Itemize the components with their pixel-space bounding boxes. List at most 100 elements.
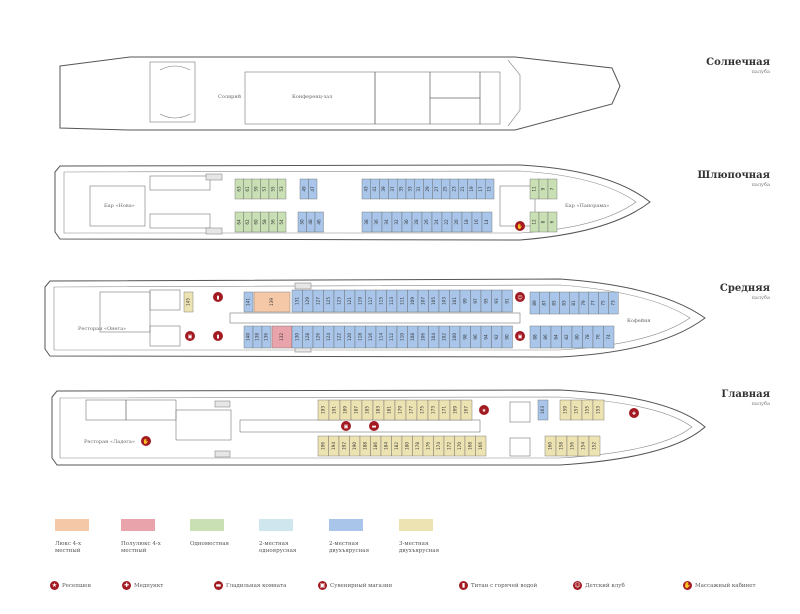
cabin-55[interactable]: 55 <box>268 178 278 200</box>
cabin-60[interactable]: 60 <box>251 211 261 233</box>
cabin-126[interactable]: 126 <box>312 325 324 349</box>
cabin-170[interactable]: 170 <box>454 435 466 457</box>
cabin-30[interactable]: 30 <box>401 211 413 233</box>
cabin-121[interactable]: 121 <box>344 289 356 313</box>
cabin-12[interactable]: 12 <box>529 211 540 233</box>
cabin-36[interactable]: 36 <box>371 211 383 233</box>
cabin-54[interactable]: 54 <box>277 211 287 233</box>
cabin-190[interactable]: 190 <box>349 435 361 457</box>
cabin-14[interactable]: 14 <box>481 211 493 233</box>
cabin-115[interactable]: 115 <box>375 289 387 313</box>
cabin-172[interactable]: 172 <box>443 435 455 457</box>
cabin-91[interactable]: 91 <box>501 289 513 313</box>
cabin-167[interactable]: 167 <box>460 399 473 421</box>
cabin-159[interactable]: 159 <box>559 399 572 421</box>
cabin-35[interactable]: 35 <box>397 178 407 200</box>
cabin-28[interactable]: 28 <box>411 211 423 233</box>
cabin-23[interactable]: 23 <box>449 178 460 200</box>
cabin-140[interactable]: 140 <box>243 325 254 349</box>
cabin-29[interactable]: 29 <box>423 178 433 200</box>
cabin-173[interactable]: 173 <box>427 399 440 421</box>
cabin-95[interactable]: 95 <box>480 289 492 313</box>
cabin-81[interactable]: 81 <box>569 291 580 315</box>
cabin-80[interactable]: 80 <box>571 325 583 349</box>
cabin-141[interactable]: 141 <box>243 291 254 313</box>
cabin-62[interactable]: 62 <box>243 211 253 233</box>
cabin-108[interactable]: 108 <box>407 325 419 349</box>
cabin-160[interactable]: 160 <box>544 435 557 457</box>
cabin-181[interactable]: 181 <box>383 399 396 421</box>
cabin-138[interactable]: 138 <box>252 325 263 349</box>
cabin-114[interactable]: 114 <box>375 325 387 349</box>
cabin-178[interactable]: 178 <box>412 435 424 457</box>
cabin-157[interactable]: 157 <box>570 399 583 421</box>
cabin-179[interactable]: 179 <box>394 399 407 421</box>
cabin-47[interactable]: 47 <box>308 178 318 200</box>
cabin-193[interactable]: 193 <box>317 399 330 421</box>
cabin-93[interactable]: 93 <box>491 289 503 313</box>
cabin-82[interactable]: 82 <box>561 325 573 349</box>
cabin-99[interactable]: 99 <box>459 289 471 313</box>
cabin-11[interactable]: 11 <box>529 178 540 200</box>
cabin-88[interactable]: 88 <box>529 325 541 349</box>
cabin-169[interactable]: 169 <box>449 399 462 421</box>
cabin-78[interactable]: 78 <box>582 325 594 349</box>
cabin-98[interactable]: 98 <box>459 325 471 349</box>
cabin-43[interactable]: 43 <box>361 178 372 200</box>
cabin-22[interactable]: 22 <box>441 211 453 233</box>
cabin-100[interactable]: 100 <box>449 325 461 349</box>
cabin-25[interactable]: 25 <box>441 178 451 200</box>
cabin-94[interactable]: 94 <box>480 325 492 349</box>
cabin-61[interactable]: 61 <box>243 178 253 200</box>
cabin-63[interactable]: 63 <box>234 178 244 200</box>
cabin-102[interactable]: 102 <box>438 325 450 349</box>
cabin-176[interactable]: 176 <box>422 435 434 457</box>
cabin-112[interactable]: 112 <box>386 325 398 349</box>
cabin-145[interactable]: 145 <box>183 291 194 313</box>
cabin-79[interactable]: 79 <box>578 291 590 315</box>
cabin-84[interactable]: 84 <box>550 325 562 349</box>
cabin-59[interactable]: 59 <box>251 178 261 200</box>
cabin-139[interactable]: 139 <box>253 291 291 313</box>
cabin-20[interactable]: 20 <box>451 211 463 233</box>
cabin-120[interactable]: 120 <box>344 325 356 349</box>
cabin-127[interactable]: 127 <box>312 289 324 313</box>
cabin-111[interactable]: 111 <box>396 289 408 313</box>
cabin-183[interactable]: 183 <box>372 399 385 421</box>
cabin-16[interactable]: 16 <box>471 211 483 233</box>
cabin-186[interactable]: 186 <box>370 435 382 457</box>
cabin-75[interactable]: 75 <box>598 291 609 315</box>
cabin-155[interactable]: 155 <box>581 399 594 421</box>
cabin-124[interactable]: 124 <box>323 325 335 349</box>
cabin-116[interactable]: 116 <box>365 325 377 349</box>
cabin-64[interactable]: 64 <box>234 211 244 233</box>
cabin-113[interactable]: 113 <box>386 289 398 313</box>
cabin-119[interactable]: 119 <box>354 289 366 313</box>
cabin-182[interactable]: 182 <box>391 435 403 457</box>
cabin-50[interactable]: 50 <box>297 211 307 233</box>
cabin-180[interactable]: 180 <box>401 435 413 457</box>
cabin-191[interactable]: 191 <box>328 399 341 421</box>
cabin-187[interactable]: 187 <box>350 399 363 421</box>
cabin-24[interactable]: 24 <box>431 211 443 233</box>
cabin-96[interactable]: 96 <box>470 325 482 349</box>
cabin-41[interactable]: 41 <box>370 178 380 200</box>
cabin-194[interactable]: 194 <box>328 435 340 457</box>
cabin-31[interactable]: 31 <box>414 178 424 200</box>
cabin-26[interactable]: 26 <box>421 211 433 233</box>
cabin-73[interactable]: 73 <box>608 291 619 315</box>
cabin-104[interactable]: 104 <box>428 325 440 349</box>
cabin-158[interactable]: 158 <box>555 435 568 457</box>
cabin-117[interactable]: 117 <box>365 289 377 313</box>
cabin-87[interactable]: 87 <box>539 291 550 315</box>
cabin-118[interactable]: 118 <box>354 325 366 349</box>
cabin-83[interactable]: 83 <box>559 291 570 315</box>
cabin-6[interactable]: 6 <box>547 211 558 233</box>
cabin-166[interactable]: 166 <box>475 435 487 457</box>
cabin-21[interactable]: 21 <box>458 178 468 200</box>
cabin-175[interactable]: 175 <box>416 399 429 421</box>
cabin-185[interactable]: 185 <box>361 399 374 421</box>
cabin-37[interactable]: 37 <box>388 178 398 200</box>
cabin-53[interactable]: 53 <box>277 178 287 200</box>
cabin-128[interactable]: 128 <box>302 325 314 349</box>
